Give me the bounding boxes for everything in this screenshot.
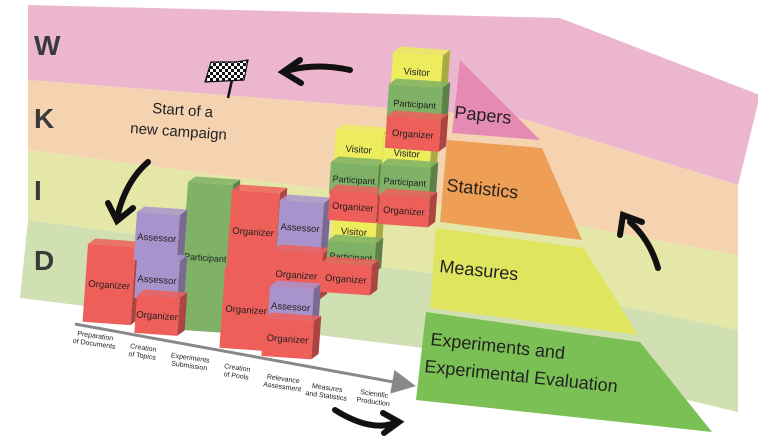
phase-label-line: Measures (312, 383, 344, 394)
arrow-to-blocks-icon (114, 159, 151, 221)
phase-label-line: Relevance (266, 374, 300, 386)
layer-letters: W K I D (34, 30, 61, 276)
flow-arrows (105, 57, 661, 436)
role-block-organizer: Organizer (384, 110, 449, 152)
arrow-loop-bottom-head-icon (380, 410, 405, 436)
role-block-organizer: Organizer (134, 289, 188, 336)
role-block-label: Organizer (225, 304, 267, 318)
role-block-label: Assessor (271, 301, 311, 315)
phase-label-line: Scientific (360, 389, 389, 400)
role-block-label: Organizer (266, 333, 308, 347)
arrow-to-flag-head-icon (277, 57, 304, 86)
role-block-label: Participant (332, 174, 376, 187)
pyramid-level-papers (452, 60, 540, 140)
role-block-label: Organizer (136, 310, 178, 324)
phase-label-line: Creation (130, 343, 157, 354)
phase-label-line: of Topics (128, 351, 157, 362)
role-block-organizer: Organizer (327, 184, 386, 224)
phase-axis-line (74, 322, 416, 394)
layer-letter-i: I (34, 175, 42, 206)
checkered-flag-icon (204, 59, 249, 99)
arrow-up-right-head-icon (617, 210, 645, 238)
pyramid-level-statistics (440, 140, 582, 240)
pyramid: Papers Statistics Measures Experiments a… (416, 60, 712, 432)
role-block-label: Assessor (137, 274, 177, 288)
layer-letter-w: W (34, 30, 61, 61)
role-block-organizer: Organizer (261, 312, 322, 360)
phase-axis (74, 322, 416, 394)
role-block-organizer: Organizer (377, 188, 438, 228)
role-block-label: Visitor (393, 148, 420, 161)
annotation-line1: Start of a (152, 100, 215, 121)
phase-label-line: of Pools (223, 371, 250, 382)
arrow-to-flag-icon (287, 63, 353, 73)
pyramid-level-measures (430, 228, 638, 335)
role-block-organizer: Organizer (319, 256, 380, 296)
role-block-label: Visitor (403, 66, 430, 79)
role-block-label: Visitor (345, 144, 372, 157)
role-block-label: Organizer (232, 226, 274, 240)
role-block-label: Organizer (325, 273, 367, 287)
role-block-assessor: Assessor (276, 194, 332, 255)
role-block-label: Organizer (332, 201, 374, 215)
role-block-label: Participant (184, 251, 228, 264)
layer-letter-d: D (34, 245, 54, 276)
role-block-label: Organizer (383, 205, 425, 219)
role-block-label: Organizer (392, 128, 434, 142)
campaign-annotation: Start of a new campaign (130, 100, 228, 144)
phase-label-line: Submission (171, 360, 208, 372)
layer-letter-k: K (34, 103, 54, 134)
role-block-label: Participant (383, 176, 427, 189)
phase-label-line: Production (356, 397, 390, 409)
role-block-label: Assessor (280, 222, 320, 236)
arrow-to-blocks-head-icon (105, 200, 136, 226)
arrow-up-right-icon (627, 219, 661, 271)
role-block-assessor: Assessor (133, 206, 188, 263)
pyramid-level-experiments (416, 312, 712, 432)
role-block-label: Organizer (275, 269, 317, 283)
role-block-label: Organizer (88, 279, 130, 293)
role-block-label: Participant (393, 98, 437, 111)
role-blocks: ParticipantOrganizerAssessorAssessorOrga… (82, 46, 451, 360)
phase-label-line: Creation (224, 363, 251, 374)
phase-label-line: Preparation (77, 331, 114, 343)
annotation-line2: new campaign (130, 120, 228, 144)
arrow-loop-bottom-icon (332, 407, 398, 429)
role-block-organizer: Organizer (82, 238, 144, 326)
role-block-label: Assessor (137, 232, 177, 246)
